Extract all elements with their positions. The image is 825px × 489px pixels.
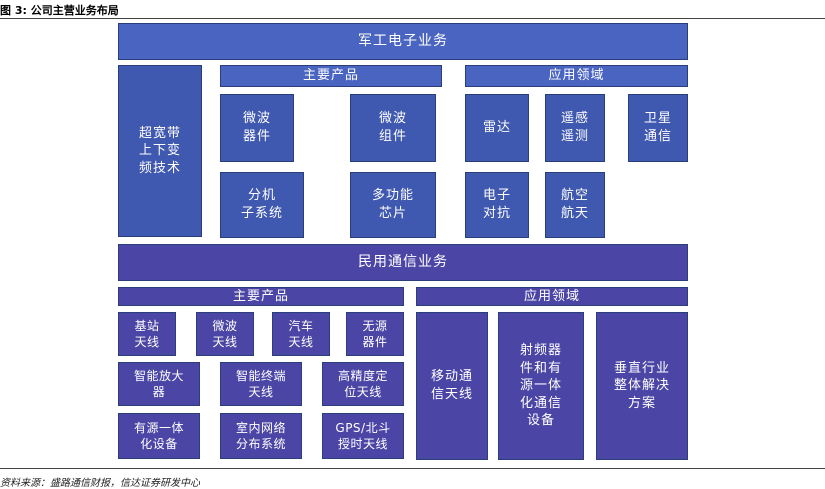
civil-product-indoor-distribution: 室内网络 分布系统: [220, 413, 302, 459]
military-app-remote-sensing: 遥感 遥测: [545, 94, 605, 162]
military-product-multifunction-chip: 多功能 芯片: [350, 172, 436, 238]
uwb-frequency-conversion-box: 超宽带 上下变 频技术: [118, 65, 202, 237]
civil-product-base-station-antenna: 基站 天线: [118, 312, 176, 356]
civil-product-passive-device: 无源 器件: [346, 312, 404, 356]
military-app-satellite-comm: 卫星 通信: [628, 94, 688, 162]
military-app-electronic-countermeasure: 电子 对抗: [465, 172, 529, 238]
civil-applications-header: 应用领域: [416, 287, 688, 306]
civil-product-microwave-antenna: 微波 天线: [196, 312, 254, 356]
figure-caption: 图 3: 公司主营业务布局: [0, 4, 119, 17]
civil-product-gps-beidou-antenna: GPS/北斗 授时天线: [322, 413, 404, 459]
military-product-subsystem: 分机 子系统: [220, 172, 304, 238]
civil-app-mobile-antenna: 移动通 信天线: [416, 312, 488, 460]
civil-product-high-precision-antenna: 高精度定 位天线: [322, 362, 404, 406]
civil-products-header: 主要产品: [118, 287, 404, 306]
source-note: 资料来源：盛路通信财报，信达证券研发中心: [0, 478, 200, 489]
military-app-radar: 雷达: [465, 94, 529, 162]
civil-product-smart-amplifier: 智能放大 器: [118, 362, 200, 406]
civil-product-active-integrated-device: 有源一体 化设备: [118, 413, 200, 459]
military-applications-header: 应用领域: [465, 65, 688, 87]
military-app-aerospace: 航空 航天: [545, 172, 605, 238]
civil-product-smart-terminal-antenna: 智能终端 天线: [220, 362, 302, 406]
top-rule: [0, 18, 825, 19]
civil-product-car-antenna: 汽车 天线: [272, 312, 330, 356]
military-products-header: 主要产品: [220, 65, 442, 87]
military-product-microwave-component: 微波 组件: [350, 94, 436, 162]
military-business-title: 军工电子业务: [118, 23, 688, 60]
military-product-microwave-device: 微波 器件: [220, 94, 294, 162]
civil-app-vertical-solutions: 垂直行业 整体解决 方案: [596, 312, 688, 460]
bottom-rule: [0, 468, 825, 469]
civil-business-title: 民用通信业务: [118, 244, 688, 281]
civil-app-rf-integrated-equipment: 射频器 件和有 源一体 化通信 设备: [498, 312, 584, 460]
